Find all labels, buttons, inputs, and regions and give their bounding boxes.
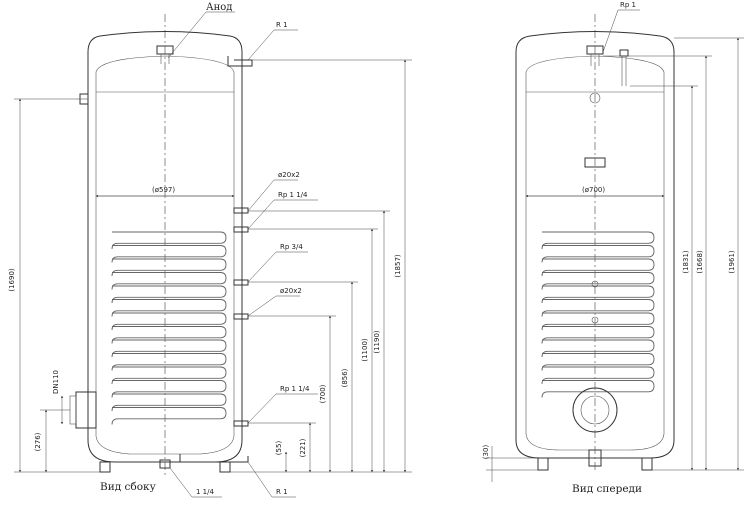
coil-loop (111, 393, 227, 412)
coil-loop (541, 353, 655, 371)
side-dimension-lines (14, 59, 412, 473)
coil-loop (541, 285, 655, 304)
conn-label-3: Rp 3/4 (280, 243, 303, 251)
front-dimension-lines (486, 9, 744, 482)
coil-loop (111, 299, 227, 317)
side-tank-outline (87, 31, 243, 463)
dim-1668: (1668) (696, 250, 704, 274)
side-diameter-label: (ø597) (152, 186, 175, 194)
dim-55: (55) (275, 441, 283, 456)
coil-loop (111, 353, 227, 371)
coil-loop (541, 339, 655, 358)
dim-30: (30) (482, 445, 490, 460)
front-nameplate (584, 157, 606, 168)
front-view: Rp 1 (ø700) Вид спереди (30) (1831) (166… (482, 1, 744, 495)
front-thermometer (589, 92, 601, 104)
dim-1100: (1100) (361, 338, 369, 362)
coil-loop (541, 245, 655, 263)
side-leaders (167, 11, 318, 498)
coil-loop (111, 272, 227, 290)
coil-loop (541, 380, 655, 398)
dim-1857: (1857) (394, 254, 402, 278)
dim-856: (856) (341, 368, 349, 387)
flange-label: DN110 (52, 370, 60, 394)
coil-loop (541, 366, 655, 385)
bottom-label-2: R 1 (276, 488, 288, 496)
coil-loop (541, 231, 655, 250)
side-inner-tank (95, 55, 235, 455)
side-leg-right (219, 461, 231, 473)
dim-221: (221) (299, 438, 307, 457)
dim-276: (276) (34, 432, 42, 451)
dim-1690: (1690) (8, 268, 16, 292)
flange-dn110 (75, 391, 97, 429)
front-caption: Вид спереди (572, 483, 642, 495)
coil-loop (111, 407, 227, 425)
side-leg-left (99, 461, 111, 473)
coil-loop (111, 285, 227, 304)
conn-label-2: Rp 1 1/4 (278, 191, 308, 199)
bottom-outlet-pipe (179, 454, 249, 463)
coil-loop (541, 312, 655, 331)
side-connection-stubs (233, 207, 249, 427)
coil-loop (111, 366, 227, 385)
coil-loop (541, 299, 655, 317)
coil-loop (111, 245, 227, 263)
coil-loop (111, 339, 227, 358)
dim-1961: (1961) (728, 250, 736, 274)
coil-loop (111, 231, 227, 250)
side-caption: Вид сбоку (100, 481, 157, 493)
coil-loop (111, 312, 227, 331)
conn-label-1: ø20x2 (278, 171, 300, 179)
side-heating-coil (111, 231, 227, 425)
bottom-label-1: 1 1/4 (196, 488, 214, 496)
front-top-conn-label: Rp 1 (620, 1, 636, 9)
side-view: Анод R 1 (ø597) ø20x2 Rp 1 1/4 Rp 3/4 ø2… (8, 2, 412, 498)
top-conn-label: R 1 (276, 21, 288, 29)
dim-1831: (1831) (682, 250, 690, 274)
front-heating-coil (541, 231, 655, 398)
front-leg-left (537, 457, 549, 471)
front-inner-tank (525, 55, 665, 451)
front-leg-right (641, 457, 653, 471)
dim-700: (700) (319, 384, 327, 403)
anode-label: Анод (206, 2, 232, 13)
coil-loop (541, 326, 655, 344)
anode-fitting (156, 45, 174, 55)
coil-loop (111, 380, 227, 398)
coil-loop (111, 258, 227, 277)
front-flange-outer (572, 387, 618, 433)
conn-label-4: ø20x2 (280, 287, 302, 295)
coil-loop (541, 258, 655, 277)
coil-loop (111, 326, 227, 344)
front-flange-inner (580, 395, 610, 425)
top-right-pipe (227, 56, 253, 67)
dim-1190: (1190) (373, 330, 381, 354)
coil-loop (541, 272, 655, 290)
front-diameter-label: (ø700) (582, 186, 605, 194)
conn-label-5: Rp 1 1/4 (280, 385, 310, 393)
